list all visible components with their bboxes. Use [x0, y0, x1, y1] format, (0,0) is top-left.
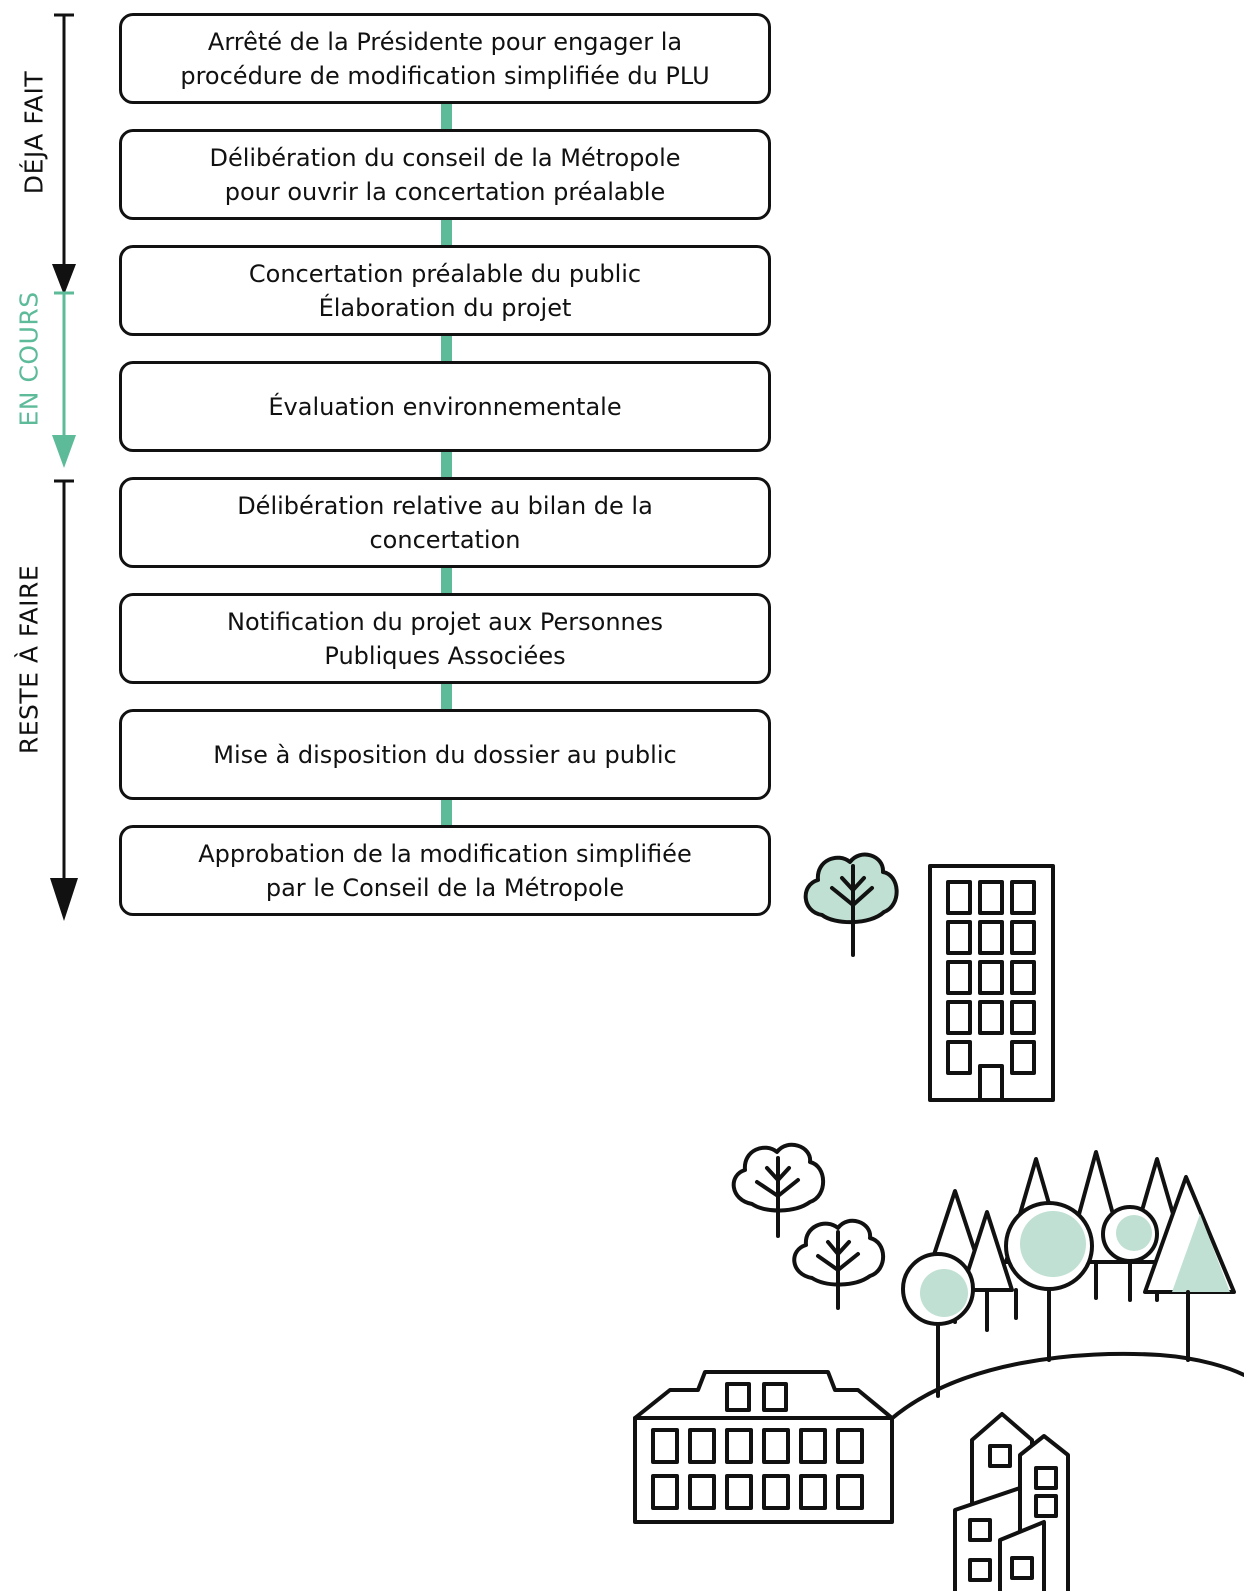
step-connector — [441, 104, 452, 130]
tower-building-icon — [928, 864, 1055, 1102]
step-connector — [441, 684, 452, 710]
step-text: Arrêté de la Présidente pour engager la … — [180, 27, 710, 90]
tree-icon — [731, 1142, 826, 1238]
step-box-7: Mise à disposition du dossier au public — [119, 709, 771, 800]
step-box-2: Délibération du conseil de la Métropole … — [119, 129, 771, 220]
phase-arrow-deja-fait — [52, 13, 76, 295]
step-text: Notification du projet aux Personnes Pub… — [226, 607, 664, 670]
tree-icon — [803, 852, 899, 957]
step-box-1: Arrêté de la Présidente pour engager la … — [119, 13, 771, 104]
step-text: Délibération du conseil de la Métropole … — [209, 143, 681, 206]
step-connector — [441, 220, 452, 246]
step-connector — [441, 800, 452, 826]
forest-icon — [901, 1150, 1236, 1398]
phase-arrow-en-cours — [52, 291, 76, 468]
phase-arrow-reste-a-faire — [50, 479, 78, 921]
step-text: Délibération relative au bilan de la con… — [237, 491, 653, 554]
houses-icon — [953, 1412, 1070, 1591]
step-box-5: Délibération relative au bilan de la con… — [119, 477, 771, 568]
step-box-4: Évaluation environnementale — [119, 361, 771, 452]
step-box-6: Notification du projet aux Personnes Pub… — [119, 593, 771, 684]
step-connector — [441, 336, 452, 362]
step-connector — [441, 452, 452, 478]
step-connector — [441, 568, 452, 594]
hill-icon — [888, 1351, 1244, 1422]
step-text: Approbation de la modification simplifié… — [198, 839, 692, 902]
step-text: Mise à disposition du dossier au public — [213, 740, 677, 769]
step-box-3: Concertation préalable du public Élabora… — [119, 245, 771, 336]
step-text: Concertation préalable du public Élabora… — [248, 259, 642, 322]
apartment-building-icon — [633, 1370, 894, 1524]
step-box-8: Approbation de la modification simplifié… — [119, 825, 771, 916]
tree-icon — [792, 1218, 886, 1310]
step-text: Évaluation environnementale — [268, 392, 622, 421]
